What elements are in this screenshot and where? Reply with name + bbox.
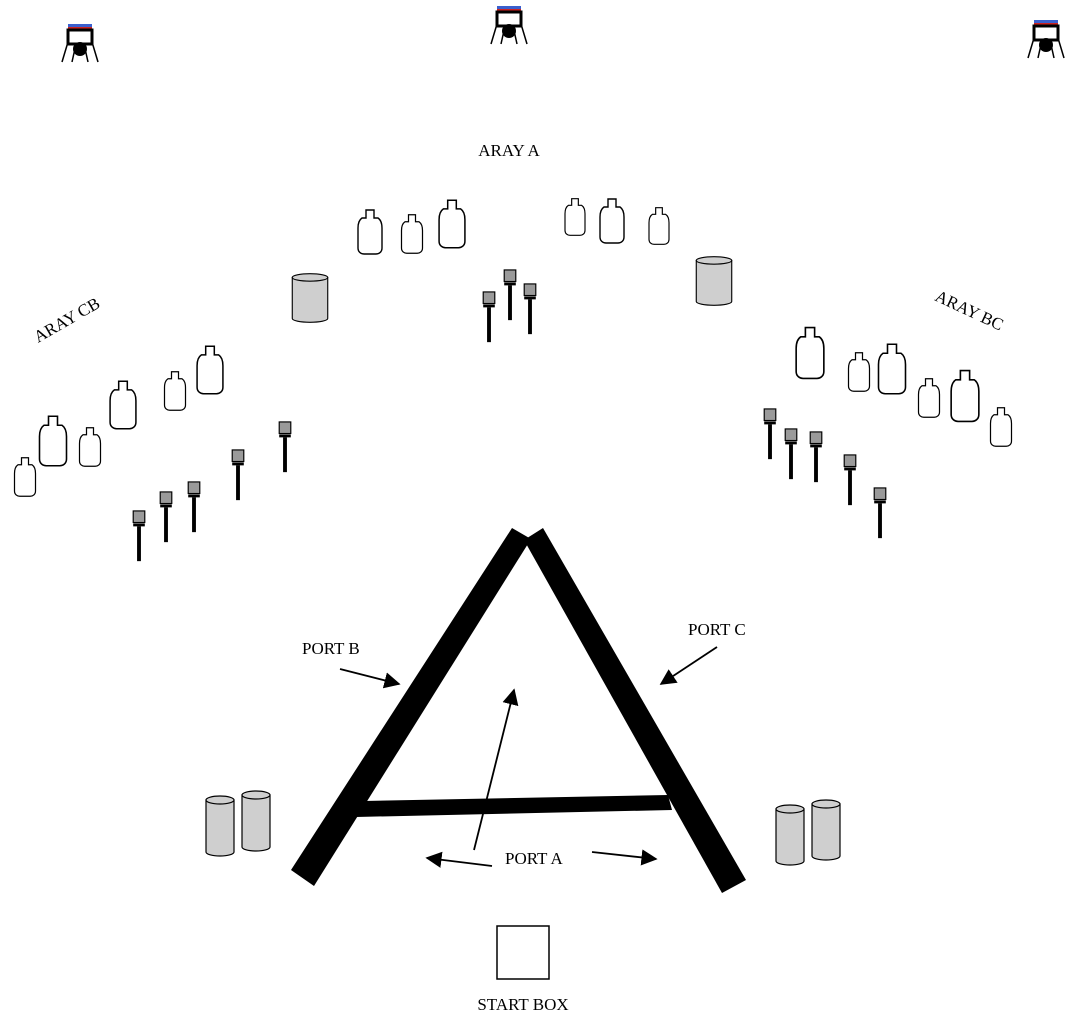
silhouette-target-icon <box>847 351 871 393</box>
camera-stand-icon <box>60 22 100 64</box>
popper-steel-target-icon <box>763 408 777 460</box>
silhouette-target-icon <box>648 206 670 246</box>
popper-steel-target-icon <box>187 481 201 533</box>
popper-steel-target-icon <box>132 510 146 562</box>
port-a-label: PORT A <box>505 849 563 868</box>
camera-stand-icon <box>489 4 529 46</box>
popper-steel-target-icon <box>503 269 517 321</box>
silhouette-target-icon <box>357 209 383 255</box>
array-a-label: ARAY A <box>478 141 540 160</box>
barrel-icon <box>291 273 329 323</box>
silhouette-target-icon <box>400 214 424 254</box>
array-cb-label: ARAY CB <box>31 294 104 347</box>
silhouette-target-icon <box>196 345 224 395</box>
popper-steel-target-icon <box>873 487 887 539</box>
silhouette-target-icon <box>599 198 625 244</box>
popper-steel-target-icon <box>231 449 245 501</box>
silhouette-target-icon <box>38 415 68 467</box>
a-frame-wall <box>291 528 746 893</box>
start-box-label: START BOX <box>477 995 568 1014</box>
array-bc-label: ARAY BC <box>932 286 1006 334</box>
port-c-wall <box>524 528 746 893</box>
port-a-arrow-up <box>473 688 519 851</box>
port-a-arrow-right <box>591 849 658 866</box>
popper-steel-target-icon <box>843 454 857 506</box>
port-c-arrow <box>659 646 718 685</box>
silhouette-target-icon <box>950 369 980 423</box>
barrel-icon <box>241 790 271 852</box>
popper-steel-target-icon <box>482 291 496 343</box>
silhouette-target-icon <box>78 426 102 468</box>
barrel-icon <box>695 256 733 306</box>
port-a-arrow-left <box>425 851 493 868</box>
silhouette-target-icon <box>13 456 37 498</box>
barrel-icon <box>775 804 805 866</box>
silhouette-target-icon <box>438 199 466 249</box>
barrel-icon <box>811 799 841 861</box>
silhouette-target-icon <box>163 370 187 412</box>
barrel-icon <box>205 795 235 857</box>
popper-steel-target-icon <box>784 428 798 480</box>
popper-steel-target-icon <box>809 431 823 483</box>
silhouette-target-icon <box>795 326 825 380</box>
silhouette-target-icon <box>917 377 941 419</box>
port-b-label: PORT B <box>302 639 360 658</box>
silhouette-target-icon <box>989 406 1013 448</box>
silhouette-target-icon <box>109 380 137 430</box>
silhouette-target-icon <box>564 197 586 237</box>
crossbar-wall <box>356 795 672 817</box>
popper-steel-target-icon <box>278 421 292 473</box>
port-c-label: PORT C <box>688 620 746 639</box>
port-b-wall <box>291 528 531 886</box>
port-b-arrow <box>339 668 401 689</box>
popper-steel-target-icon <box>523 283 537 335</box>
start-box <box>496 925 550 980</box>
silhouette-target-icon <box>877 343 907 395</box>
camera-stand-icon <box>1026 18 1066 60</box>
popper-steel-target-icon <box>159 491 173 543</box>
